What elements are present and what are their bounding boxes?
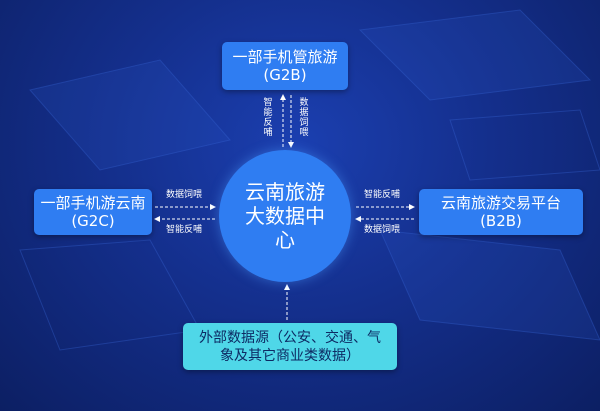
b2b-title: 云南旅游交易平台 — [440, 194, 561, 212]
g2b-code: (G2B) — [263, 66, 307, 84]
g2c-title: 一部手机游云南 — [40, 194, 146, 212]
external-line-1: 外部数据源（公安、交通、气 — [199, 329, 381, 346]
center-line-3: 心 — [275, 228, 295, 252]
center-line-2: 大数据中 — [245, 204, 325, 228]
external-data-box: 外部数据源（公安、交通、气 象及其它商业类数据） — [183, 323, 397, 370]
top-label-feedback: 智能反哺 — [263, 98, 273, 138]
left-label-feed: 数据饲喂 — [166, 190, 203, 200]
top-label-feed: 数据饲喂 — [299, 98, 309, 138]
right-label-feedback: 智能反哺 — [364, 190, 401, 200]
g2c-code: (G2C) — [71, 212, 115, 230]
b2b-code: (B2B) — [480, 212, 522, 230]
g2b-box: 一部手机管旅游 (G2B) — [222, 42, 348, 90]
center-line-1: 云南旅游 — [245, 180, 325, 204]
g2b-title: 一部手机管旅游 — [232, 48, 338, 66]
left-label-feedback: 智能反哺 — [166, 225, 203, 235]
g2c-box: 一部手机游云南 (G2C) — [34, 189, 152, 235]
center-data-hub: 云南旅游 大数据中 心 — [219, 150, 351, 282]
right-label-feed: 数据饲喂 — [364, 225, 401, 235]
external-line-2: 象及其它商业类数据） — [220, 347, 360, 364]
b2b-box: 云南旅游交易平台 (B2B) — [419, 189, 583, 235]
